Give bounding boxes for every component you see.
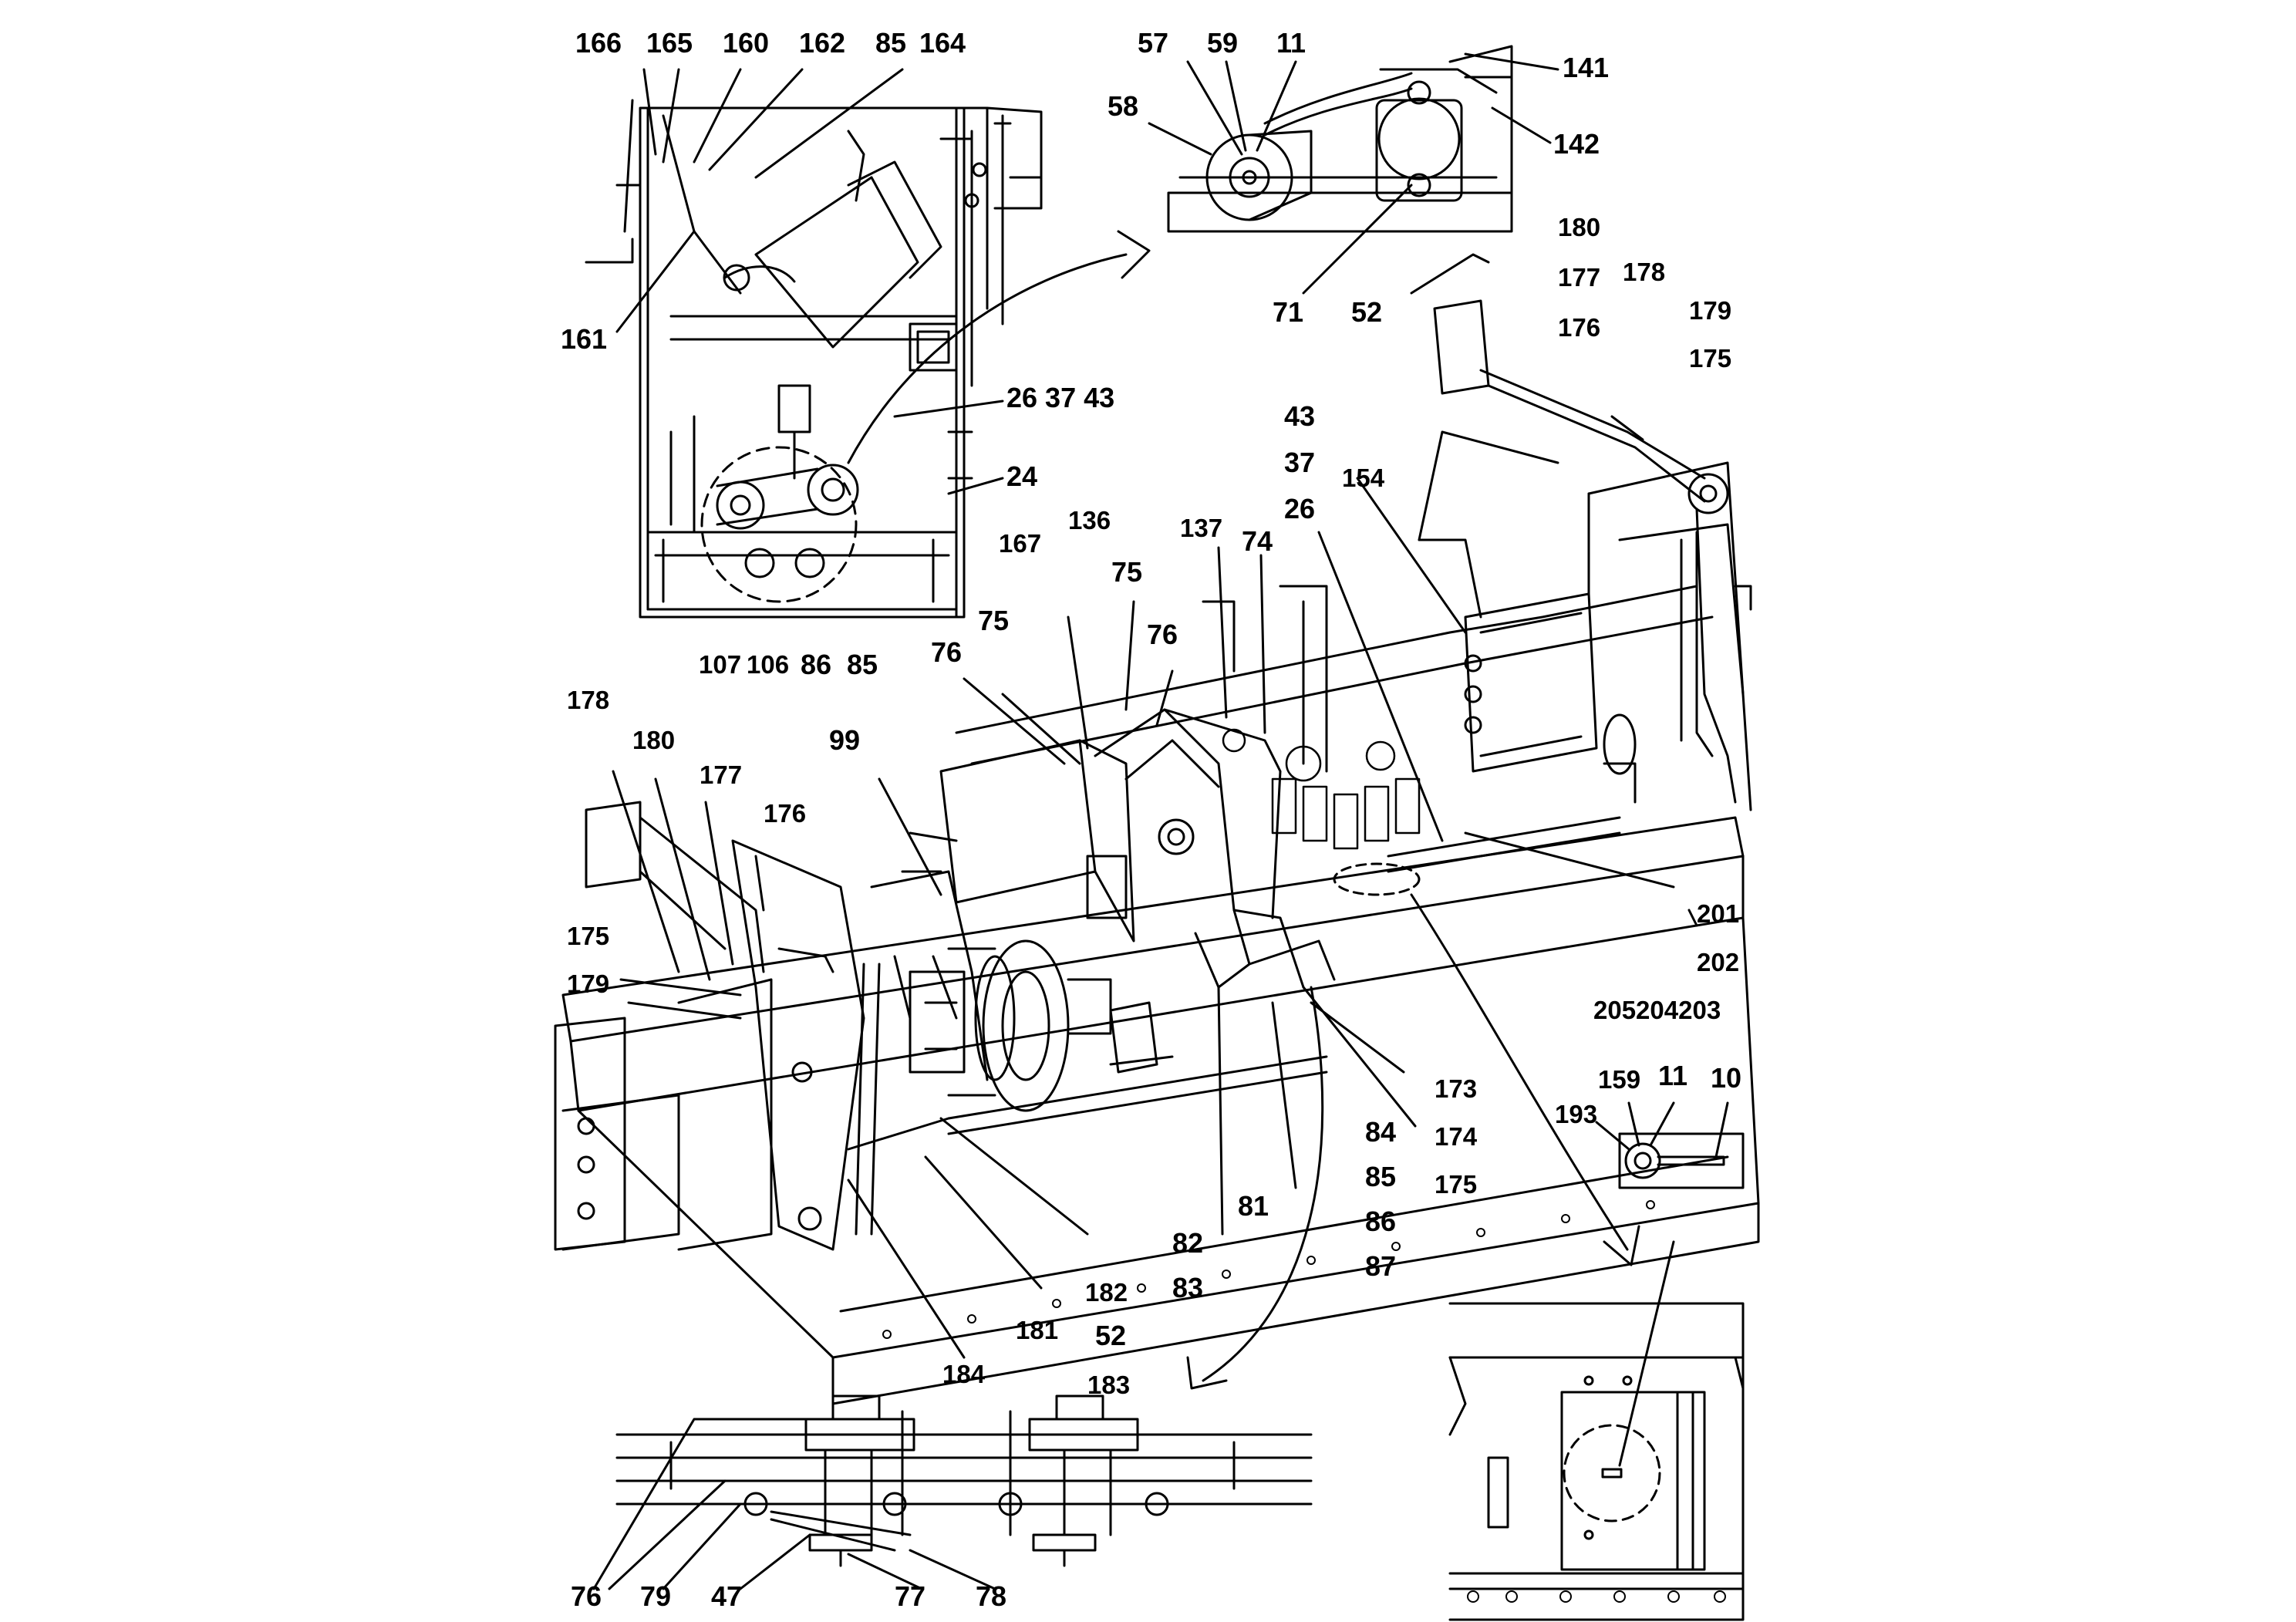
callout-76-bottom: 76 <box>571 1580 602 1612</box>
callout-193: 193 <box>1555 1100 1598 1128</box>
callout-77: 77 <box>895 1580 926 1612</box>
callout-180-left: 180 <box>632 726 676 754</box>
callout-79: 79 <box>640 1580 672 1612</box>
callout-178-left: 178 <box>567 686 610 714</box>
callout-161: 161 <box>561 323 608 355</box>
callout-178: 178 <box>1623 258 1666 286</box>
callout-136: 136 <box>1068 506 1111 534</box>
callout-179-left: 179 <box>567 969 610 998</box>
callout-137: 137 <box>1180 514 1223 542</box>
callout-83: 83 <box>1172 1272 1204 1303</box>
callout-164: 164 <box>919 27 966 59</box>
callout-165: 165 <box>646 27 693 59</box>
callout-183: 183 <box>1087 1371 1131 1399</box>
callout-26-37-43: 26 37 43 <box>1006 382 1115 413</box>
callout-86-lower: 86 <box>1365 1206 1397 1237</box>
callout-76-right: 76 <box>1147 619 1178 650</box>
callout-182: 182 <box>1085 1278 1128 1307</box>
callout-82: 82 <box>1172 1227 1204 1259</box>
callout-52-lower: 52 <box>1095 1320 1127 1351</box>
callout-71: 71 <box>1273 296 1304 328</box>
callout-181: 181 <box>1016 1316 1059 1344</box>
callout-47: 47 <box>711 1580 743 1612</box>
callout-57: 57 <box>1138 27 1169 59</box>
callout-59: 59 <box>1207 27 1239 59</box>
callout-159: 159 <box>1598 1065 1641 1094</box>
callout-75-lower: 75 <box>978 605 1010 636</box>
callout-11: 11 <box>1276 27 1306 59</box>
callout-173: 173 <box>1435 1074 1478 1103</box>
callout-167: 167 <box>999 529 1042 558</box>
callout-201: 201 <box>1697 899 1740 928</box>
callout-205-204-203: 205204203 <box>1593 996 1721 1024</box>
bottom-right-inset <box>1448 1240 1745 1621</box>
callout-37: 37 <box>1284 447 1316 478</box>
callout-85-mid: 85 <box>847 649 878 680</box>
main-assembly <box>554 299 1760 1405</box>
callout-184: 184 <box>942 1360 986 1388</box>
callout-11-inset: 11 <box>1658 1060 1688 1091</box>
callout-58: 58 <box>1108 90 1139 122</box>
callout-52: 52 <box>1351 296 1383 328</box>
callout-85: 85 <box>875 27 907 59</box>
callout-142: 142 <box>1553 128 1600 160</box>
small-inset-detail <box>1595 1101 1745 1189</box>
callout-175: 175 <box>1689 344 1732 373</box>
callout-175-left: 175 <box>567 922 610 950</box>
callout-84: 84 <box>1365 1116 1397 1148</box>
callout-179: 179 <box>1689 296 1732 325</box>
callout-24: 24 <box>1006 460 1038 492</box>
callout-202: 202 <box>1697 948 1740 976</box>
callout-85-lower: 85 <box>1365 1161 1397 1192</box>
callout-174: 174 <box>1435 1122 1478 1151</box>
callout-74: 74 <box>1242 525 1273 557</box>
bottom-center-inset <box>592 1394 1313 1590</box>
top-left-inset-frame <box>585 68 1151 619</box>
callout-78: 78 <box>976 1580 1007 1612</box>
callout-26: 26 <box>1284 493 1316 524</box>
callout-76-left: 76 <box>931 636 963 668</box>
callout-177-left: 177 <box>700 760 743 789</box>
callout-10: 10 <box>1711 1062 1742 1094</box>
callout-106: 106 <box>747 650 790 679</box>
callout-87: 87 <box>1365 1250 1397 1282</box>
callout-154: 154 <box>1342 464 1385 492</box>
callout-75-upper: 75 <box>1111 556 1143 588</box>
callout-86: 86 <box>801 649 832 680</box>
callout-43: 43 <box>1284 400 1316 432</box>
callout-175-mid: 175 <box>1435 1170 1478 1199</box>
callout-166: 166 <box>575 27 622 59</box>
callout-107: 107 <box>699 650 742 679</box>
callout-176: 176 <box>1558 313 1601 342</box>
callout-99: 99 <box>829 724 861 756</box>
callout-177: 177 <box>1558 263 1601 292</box>
callout-180: 180 <box>1558 213 1601 241</box>
callout-176-left: 176 <box>764 799 807 828</box>
top-right-inset-pulleys <box>1148 45 1559 295</box>
callout-160: 160 <box>723 27 770 59</box>
callout-162: 162 <box>799 27 846 59</box>
callout-141: 141 <box>1563 52 1610 83</box>
callout-81: 81 <box>1238 1190 1269 1222</box>
